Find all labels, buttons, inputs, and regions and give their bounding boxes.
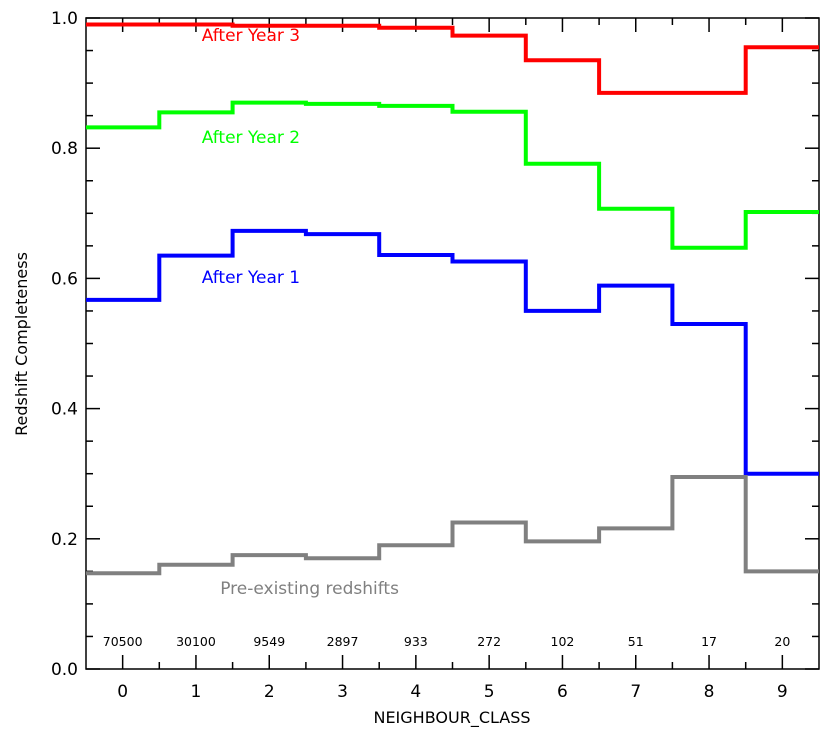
x-tick-label: 2 (264, 682, 275, 702)
series-line-after-year-3 (86, 22, 819, 95)
series-lines (86, 22, 819, 576)
series-line-after-year-1 (86, 228, 819, 476)
count-label: 30100 (176, 634, 216, 649)
x-axis-title: NEIGHBOUR_CLASS (373, 708, 530, 728)
x-tick-label: 7 (630, 682, 641, 702)
x-tick-label: 4 (410, 682, 421, 702)
count-label: 17 (701, 634, 717, 649)
x-tick-label: 5 (484, 682, 495, 702)
count-label: 2897 (327, 634, 359, 649)
series-label-pre-existing-redshifts: Pre-existing redshifts (220, 579, 399, 599)
x-tick-label: 3 (337, 682, 348, 702)
series-label-after-year-1: After Year 1 (202, 268, 300, 288)
count-label: 933 (404, 634, 428, 649)
count-labels: 70500 30100 9549 2897 933 272 102 51 17 20 (103, 634, 791, 649)
axis-ticks (86, 17, 819, 670)
series-label-after-year-3: After Year 3 (202, 26, 300, 46)
count-label: 51 (628, 634, 644, 649)
series-line-pre-existing-redshifts (86, 475, 819, 576)
series-label-after-year-2: After Year 2 (202, 128, 300, 148)
x-tick-label: 1 (191, 682, 202, 702)
series-labels: After Year 3 After Year 2 After Year 1 Pre-… (202, 26, 399, 599)
y-axis-title: Redshift Completeness (12, 252, 31, 436)
x-tick-label: 8 (704, 682, 715, 702)
count-label: 9549 (253, 634, 285, 649)
x-tick-label: 6 (557, 682, 568, 702)
y-tick-label: 0.6 (51, 269, 78, 289)
y-tick-label: 0.2 (51, 530, 78, 550)
y-tick-label: 0.0 (51, 660, 78, 680)
y-tick-label: 0.8 (51, 139, 78, 159)
tick-labels: 0 1 2 3 4 5 6 7 8 9 0.0 0.2 0.4 0.6 0.8 1.0 (51, 9, 788, 702)
plot-frame (85, 17, 820, 670)
y-tick-label: 0.4 (51, 400, 78, 420)
x-tick-label: 0 (117, 682, 128, 702)
x-tick-label: 9 (777, 682, 788, 702)
y-tick-label: 1.0 (51, 9, 78, 29)
count-label: 20 (774, 634, 790, 649)
count-label: 102 (551, 634, 575, 649)
count-label: 70500 (103, 634, 143, 649)
series-line-after-year-2 (86, 100, 819, 250)
count-label: 272 (477, 634, 501, 649)
